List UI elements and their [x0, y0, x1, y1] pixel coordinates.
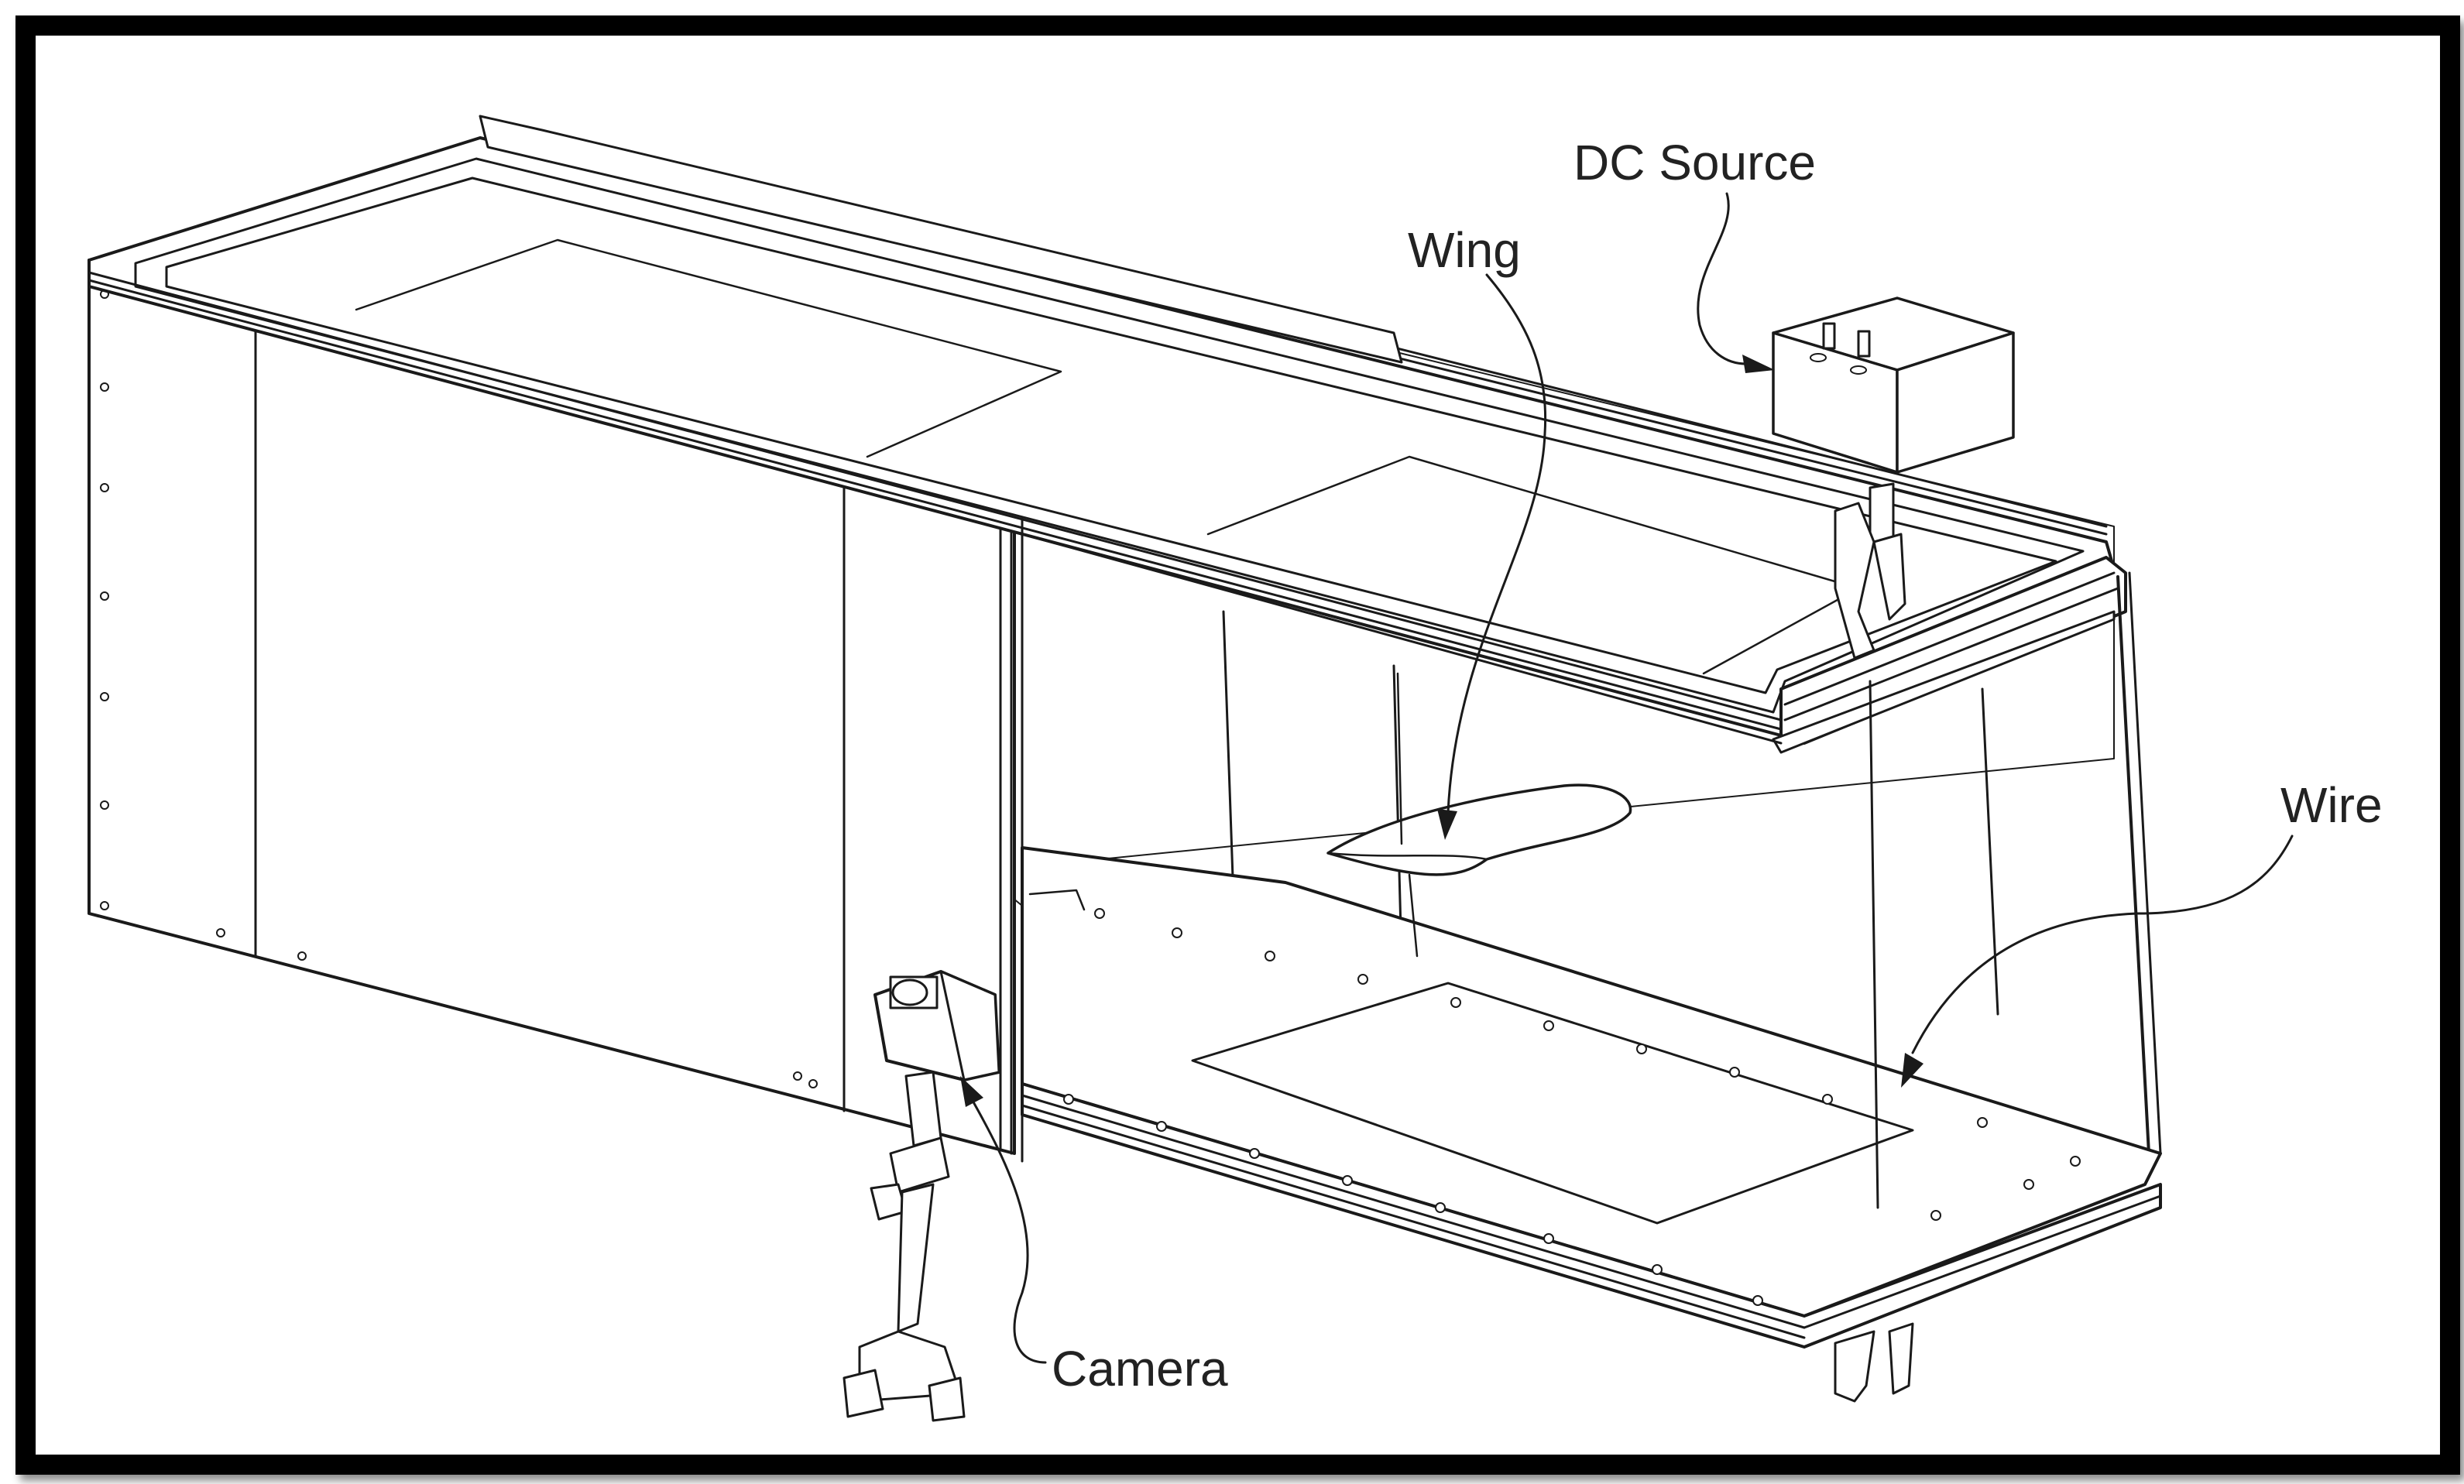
camera-on-tripod: [842, 970, 1000, 1422]
bolt-hole: [1094, 908, 1105, 919]
bolt-hole: [1729, 1067, 1740, 1078]
bolt-hole: [1636, 1044, 1647, 1054]
bolt-hole: [793, 1071, 802, 1081]
bolt-hole: [1435, 1202, 1446, 1213]
dc-source-box: [1772, 296, 2015, 474]
bolt-hole: [297, 951, 307, 961]
bolt-hole: [100, 382, 109, 392]
test-section-floor: [1021, 846, 2162, 1403]
bolt-hole: [100, 483, 109, 492]
bolt-hole: [100, 901, 109, 910]
callout-leaders: [960, 192, 2294, 1364]
labels: DC Source Wing Wire Camera: [1052, 135, 2383, 1397]
bolt-hole: [1450, 997, 1461, 1008]
label-wire: Wire: [2280, 777, 2383, 833]
label-wing: Wing: [1408, 222, 1521, 278]
wing-model: [1326, 672, 1632, 958]
bolt-hole: [2070, 1156, 2081, 1167]
bolt-hole: [1249, 1148, 1260, 1159]
bolt-hole: [1543, 1233, 1554, 1244]
bolt-hole: [100, 591, 109, 601]
bolt-hole: [808, 1079, 818, 1088]
bolt-hole: [1063, 1094, 1074, 1105]
bolt-hole: [100, 692, 109, 701]
bolt-hole: [100, 800, 109, 810]
bolt-hole: [1977, 1117, 1988, 1128]
top-frame-rails: [88, 115, 2127, 754]
bolt-hole: [1172, 927, 1182, 938]
bolt-hole: [1752, 1295, 1763, 1306]
bolt-hole: [1342, 1175, 1353, 1186]
wire: [1869, 680, 1879, 1209]
bolt-hole: [1822, 1094, 1833, 1105]
top-wire-clamp: [1834, 482, 1906, 660]
bolt-hole: [1652, 1264, 1663, 1275]
label-dc-source: DC Source: [1573, 135, 1816, 190]
floor-bolt-holes: [1063, 908, 2081, 1306]
left-side-panel: [88, 259, 1016, 1155]
label-camera: Camera: [1052, 1341, 1228, 1397]
bolt-hole: [1930, 1210, 1941, 1221]
bolt-hole: [2023, 1179, 2034, 1190]
bolt-hole: [1357, 974, 1368, 985]
bolt-hole: [1543, 1020, 1554, 1031]
bolt-hole: [216, 928, 225, 937]
bolt-hole: [1156, 1121, 1167, 1132]
bolt-hole: [1265, 951, 1275, 961]
